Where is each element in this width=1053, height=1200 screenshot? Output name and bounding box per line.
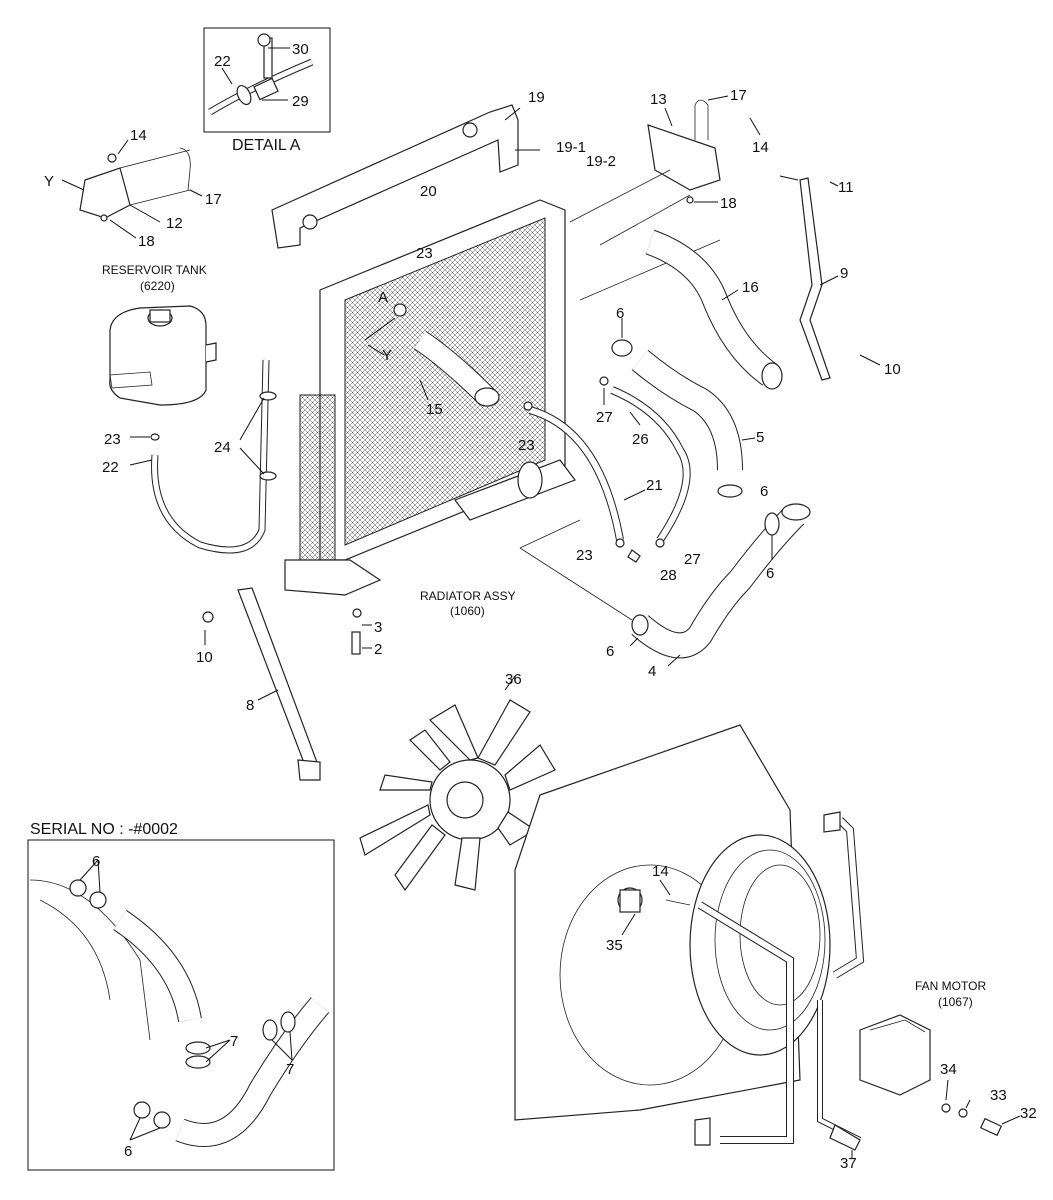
callout-10: 10: [884, 361, 901, 378]
view-marker-y-bracket: Y: [44, 173, 54, 190]
bracket-12: [61, 139, 203, 239]
hose-4: [519, 503, 811, 667]
callout-23: 23: [104, 431, 121, 448]
callout-35: 35: [606, 937, 623, 954]
stay-9: [779, 175, 881, 381]
radiator-assembly: RADIATOR ASSY (1060) A Y: [271, 104, 576, 618]
callout-2: 2: [374, 641, 382, 658]
callout-37: 37: [840, 1155, 857, 1172]
callout-19-1: 19-1: [556, 139, 586, 156]
callout-6: 6: [124, 1143, 132, 1160]
callout-20: 20: [420, 183, 437, 200]
callout-19: 19: [528, 89, 545, 106]
callout-6: 6: [760, 483, 768, 500]
callout-36: 36: [505, 671, 522, 688]
callout-10: 10: [196, 649, 213, 666]
radiator-title: RADIATOR ASSY: [420, 589, 516, 603]
reservoir-code: (6220): [140, 279, 175, 293]
view-marker-y-radiator: Y: [382, 347, 392, 364]
detail-a-label-22: 22: [214, 53, 231, 70]
callout-3: 3: [374, 619, 382, 636]
callout-27: 27: [684, 551, 701, 568]
callout-13: 13: [650, 91, 667, 108]
callout-5: 5: [756, 429, 764, 446]
callout-14: 14: [652, 863, 669, 880]
callout-14: 14: [130, 127, 147, 144]
hose-16: [645, 229, 783, 390]
detail-a-box: 22 30 29 DETAIL A: [203, 27, 331, 154]
fan-motor: FAN MOTOR (1067): [859, 979, 1021, 1137]
serial-title: SERIAL NO : -#0002: [30, 821, 178, 838]
callout-24: 24: [214, 439, 231, 456]
fan-motor-title: FAN MOTOR: [915, 979, 986, 993]
callout-21: 21: [646, 477, 663, 494]
callout-32: 32: [1020, 1105, 1037, 1122]
stay-8: [202, 587, 372, 781]
callout-7: 7: [230, 1033, 238, 1050]
callout-7: 7: [286, 1061, 294, 1078]
view-marker-a: A: [378, 289, 388, 306]
radiator-code: (1060): [450, 604, 485, 618]
callout-15: 15: [426, 401, 443, 418]
callout-17: 17: [730, 87, 747, 104]
callout-6: 6: [616, 305, 624, 322]
callout-6: 6: [92, 853, 100, 870]
callout-8: 8: [246, 697, 254, 714]
oil-cooler: [689, 811, 865, 1158]
callout-17: 17: [205, 191, 222, 208]
callout-6: 6: [766, 565, 774, 582]
fan-36: [359, 675, 611, 892]
callout-23: 23: [576, 547, 593, 564]
callout-22: 22: [102, 459, 119, 476]
detail-a-label-29: 29: [292, 93, 309, 110]
fan-motor-code: (1067): [938, 995, 973, 1009]
serial-no-box: SERIAL NO : -#0002: [27, 821, 335, 1171]
callout-28: 28: [660, 567, 677, 584]
callout-4: 4: [648, 663, 656, 680]
hose-5: [611, 318, 756, 498]
bracket-13: [569, 95, 761, 301]
callout-34: 34: [940, 1061, 957, 1078]
callout-11: 11: [838, 179, 854, 196]
callout-18: 18: [720, 195, 737, 212]
callout-12: 12: [166, 215, 183, 232]
reservoir-title: RESERVOIR TANK: [102, 263, 207, 277]
reservoir-tank: RESERVOIR TANK (6220): [102, 263, 277, 554]
callout-19-2: 19-2: [586, 153, 616, 170]
callout-9: 9: [840, 265, 848, 282]
callout-18: 18: [138, 233, 155, 250]
callout-26: 26: [632, 431, 649, 448]
detail-a-label-30: 30: [292, 41, 309, 58]
callout-6: 6: [606, 643, 614, 660]
detail-a-caption: DETAIL A: [232, 137, 301, 154]
callout-23: 23: [416, 245, 433, 262]
hose-26-21: [523, 376, 691, 563]
callout-16: 16: [742, 279, 759, 296]
callout-14: 14: [752, 139, 769, 156]
callout-23: 23: [518, 437, 535, 454]
callout-27: 27: [596, 409, 613, 426]
callout-33: 33: [990, 1087, 1007, 1104]
